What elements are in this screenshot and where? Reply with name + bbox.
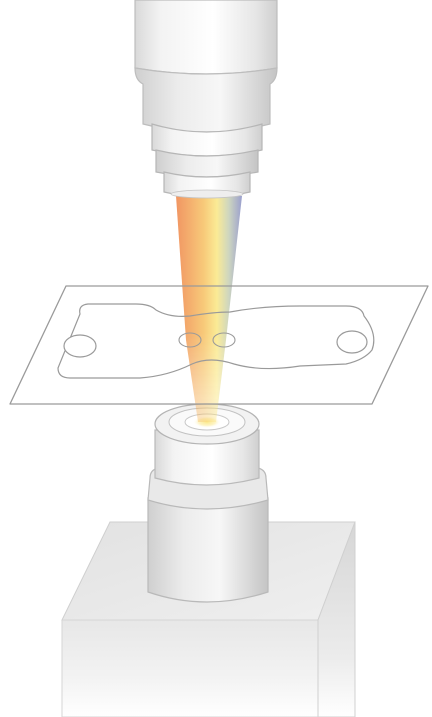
objective-lens-icon bbox=[148, 404, 268, 602]
objective-lower-body bbox=[148, 498, 268, 602]
housing-main-tube bbox=[135, 0, 277, 74]
stage-front-face bbox=[62, 620, 318, 717]
spectrum-beam bbox=[176, 196, 242, 422]
lamp-housing-icon bbox=[135, 0, 277, 198]
housing-shoulder bbox=[135, 68, 277, 132]
light-beam-icon bbox=[176, 196, 242, 422]
slide-inlet-left bbox=[64, 335, 96, 357]
slide-outlet-right bbox=[337, 331, 367, 353]
housing-aperture bbox=[171, 190, 243, 198]
